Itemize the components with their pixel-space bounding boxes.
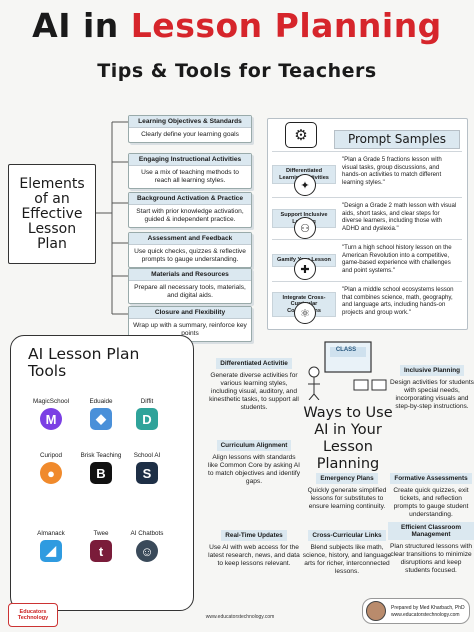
prompt-text: "Design a Grade 2 math lesson with visua… bbox=[342, 202, 457, 233]
tool-name: Curipod bbox=[39, 452, 63, 459]
people-icon: ⚇ bbox=[294, 217, 316, 239]
tool-name: AI Chatbots bbox=[130, 530, 164, 537]
prompt-text: "Turn a high school history lesson on th… bbox=[342, 244, 452, 275]
tool-school-ai[interactable]: School AI S bbox=[118, 452, 176, 484]
gamepad-icon: ✚ bbox=[294, 258, 316, 280]
element-head: Engaging Instructional Activities bbox=[129, 154, 251, 166]
way-body: Create quick quizzes, exit tickets, and … bbox=[393, 487, 469, 518]
way-head: Real-Time Updates bbox=[221, 530, 287, 541]
tools-title: AI Lesson Plan Tools bbox=[28, 345, 140, 380]
schoolai-icon: S bbox=[136, 462, 158, 484]
tool-twee[interactable]: Twee t bbox=[72, 530, 130, 562]
credit-url[interactable]: www.educatorstechnology.com bbox=[391, 612, 460, 618]
chatbot-icon: ☺ bbox=[136, 540, 158, 562]
element-body: Use quick checks, quizzes & reflective p… bbox=[134, 248, 246, 263]
element-body: Start with prior knowledge activation, g… bbox=[136, 208, 244, 223]
way-body: Generate diverse activities for various … bbox=[209, 372, 299, 411]
tool-name: Almanack bbox=[37, 530, 65, 537]
tool-name: School AI bbox=[133, 452, 161, 459]
prompt-text: "Plan a Grade 5 fractions lesson with vi… bbox=[342, 156, 442, 187]
element-head: Assessment and Feedback bbox=[129, 233, 251, 245]
almanack-icon: ◢ bbox=[40, 540, 62, 562]
brisk-icon: B bbox=[90, 462, 112, 484]
element-head: Closure and Flexibility bbox=[129, 307, 251, 319]
class-sign: CLASS bbox=[335, 347, 357, 353]
element-body: Use a mix of teaching methods to reach a… bbox=[141, 169, 239, 184]
way-body: Align lessons with standards like Common… bbox=[208, 454, 300, 485]
way-head: Differentiated Activitie bbox=[216, 358, 292, 369]
element-body: Wrap up with a summary, reinforce key po… bbox=[133, 322, 247, 337]
way-body: Plan structured lessons with clear trans… bbox=[389, 543, 473, 574]
author-avatar bbox=[366, 601, 386, 621]
tool-name: Eduaide bbox=[89, 398, 113, 405]
tool-almanack[interactable]: Almanack ◢ bbox=[22, 530, 80, 562]
tool-name: Brisk Teaching bbox=[80, 452, 122, 459]
prompt-text: "Plan a middle school ecosystems lesson … bbox=[342, 286, 454, 317]
classroom-illustration bbox=[308, 341, 387, 400]
way-head: Emergency Plans bbox=[316, 473, 378, 484]
robot-icon: ⚙ bbox=[285, 122, 317, 148]
element-body: Prepare all necessary tools, materials, … bbox=[134, 284, 246, 299]
prompt-samples-header: Prompt Samples bbox=[334, 130, 460, 149]
elements-label: Elements of an Effective Lesson Plan bbox=[8, 164, 96, 264]
element-head: Materials and Resources bbox=[129, 269, 251, 281]
tool-name: Twee bbox=[93, 530, 109, 537]
educators-technology-logo: Educators Technology bbox=[8, 603, 58, 627]
way-head: Curriculum Alignment bbox=[216, 440, 292, 451]
tool-name: MagicSchool bbox=[32, 398, 70, 405]
way-body: Quickly generate simplified lessons for … bbox=[307, 487, 387, 510]
element-head: Learning Objectives & Standards bbox=[129, 116, 251, 128]
footer-url[interactable]: www.educatorstechnology.com bbox=[205, 614, 275, 620]
way-body: Design activities for students with spec… bbox=[390, 379, 474, 410]
element-head: Background Activation & Practice bbox=[129, 193, 251, 205]
magicschool-icon: M bbox=[40, 408, 62, 430]
curipod-icon: ● bbox=[40, 462, 62, 484]
puzzle-icon: ✦ bbox=[294, 174, 316, 196]
tool-eduaide[interactable]: Eduaide ◆ bbox=[72, 398, 130, 430]
element-body: Clearly define your learning goals bbox=[141, 131, 239, 138]
way-body: Use AI with web access for the latest re… bbox=[208, 544, 300, 567]
elements-connectors bbox=[96, 121, 128, 315]
way-head: Cross-Curricular Links bbox=[308, 530, 386, 541]
page-title: AI in Lesson Planning bbox=[0, 6, 474, 45]
title-part2: Lesson Planning bbox=[130, 6, 442, 45]
tool-name: Diffit bbox=[140, 398, 154, 405]
way-head: Formative Assessments bbox=[390, 473, 472, 484]
ways-title: Ways to Use AI in Your Lesson Planning bbox=[303, 405, 393, 472]
twee-icon: t bbox=[90, 540, 112, 562]
eduaide-icon: ◆ bbox=[90, 408, 112, 430]
title-part1: AI in bbox=[32, 6, 131, 45]
tool-ai-chatbots[interactable]: AI Chatbots ☺ bbox=[118, 530, 176, 562]
way-head: Efficient Classroom Management bbox=[388, 522, 474, 540]
network-icon: ⚛ bbox=[294, 302, 316, 324]
tool-curipod[interactable]: Curipod ● bbox=[22, 452, 80, 484]
diffit-icon: D bbox=[136, 408, 158, 430]
credit-name: Prepared by Med Kharbach, PhD bbox=[391, 605, 465, 611]
page-subtitle: Tips & Tools for Teachers bbox=[97, 60, 377, 82]
way-body: Blend subjects like math, science, histo… bbox=[302, 544, 392, 575]
way-head: Inclusive Planning bbox=[399, 365, 465, 376]
